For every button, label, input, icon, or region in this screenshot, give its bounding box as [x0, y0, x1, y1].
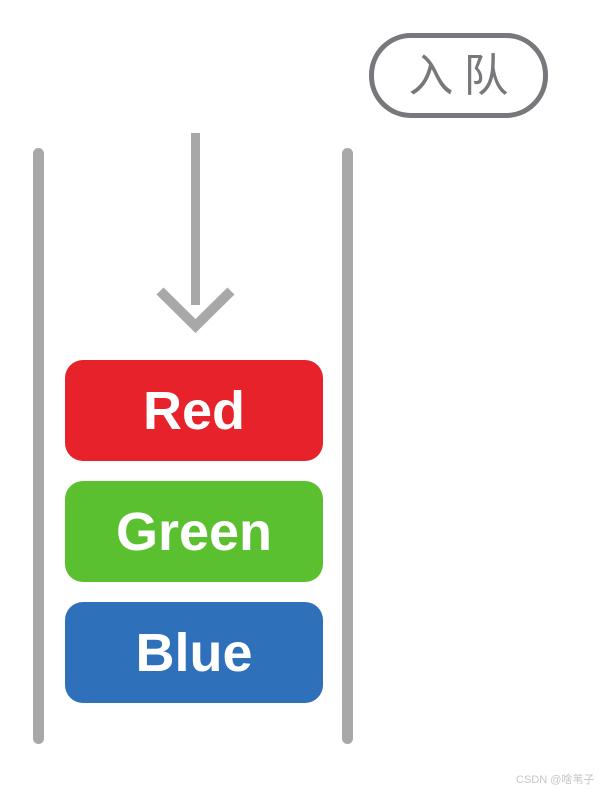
down-arrow-icon — [150, 125, 245, 335]
enqueue-badge: 入队 — [369, 33, 548, 118]
queue-item-green-label: Green — [115, 501, 273, 562]
watermark: CSDN @啥苇子 — [516, 774, 595, 786]
queue-wall-right — [342, 148, 353, 744]
queue-item-blue-label: Blue — [135, 622, 253, 683]
queue-item-red: Red — [65, 360, 323, 461]
enqueue-badge-label: 入队 — [408, 50, 519, 101]
queue-item-green: Green — [65, 481, 323, 582]
queue-item-blue: Blue — [65, 602, 323, 703]
queue-wall-left — [33, 148, 44, 744]
queue-item-red-label: Red — [142, 380, 245, 441]
